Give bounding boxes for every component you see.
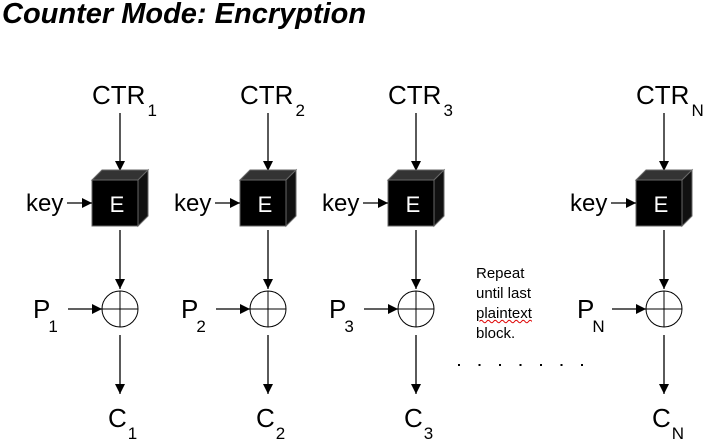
encrypt-label: E — [654, 192, 669, 217]
cube-side — [285, 168, 297, 228]
note-line: Repeat — [476, 265, 525, 282]
ellipsis-dots — [458, 364, 583, 366]
encrypt-block — [239, 179, 287, 227]
ciphertext-label: CN — [652, 403, 684, 443]
key-label: key — [174, 190, 211, 217]
ctr-label: CTR1 — [92, 80, 157, 120]
ctr-label: CTRN — [636, 80, 704, 120]
repeat-note: Repeat until last plaintext block. — [476, 264, 532, 344]
ciphertext-label: C2 — [256, 403, 285, 443]
cube-side — [433, 168, 445, 228]
note-line: plaintext — [476, 304, 532, 324]
ctr-label: CTR3 — [388, 80, 453, 120]
ellipsis-dot — [540, 364, 542, 366]
encrypt-label: E — [258, 192, 273, 217]
encrypt-label: E — [406, 192, 421, 217]
ellipsis-dot — [519, 364, 522, 366]
spellcheck-word: plaintext — [476, 305, 532, 322]
ciphertext-label: C3 — [404, 403, 433, 443]
diagram-title: Counter Mode: Encryption — [2, 0, 367, 30]
key-label: key — [570, 190, 607, 217]
note-line: block. — [476, 325, 516, 342]
ellipsis-dot — [499, 364, 501, 366]
ellipsis-dot — [560, 364, 563, 366]
ctr-label: CTR2 — [240, 80, 305, 120]
ellipsis-dot — [581, 364, 583, 366]
ellipsis-dot — [478, 364, 481, 366]
ellipsis-dot — [458, 364, 460, 366]
encrypt-block — [635, 179, 683, 227]
cube-side — [137, 168, 149, 228]
encrypt-block — [91, 179, 139, 227]
encrypt-label: E — [110, 192, 125, 217]
cube-side — [681, 168, 693, 228]
ciphertext-label: C1 — [108, 403, 137, 443]
note-line: until last — [476, 285, 532, 302]
key-label: key — [26, 190, 63, 217]
encrypt-block — [387, 179, 435, 227]
key-label: key — [322, 190, 359, 217]
